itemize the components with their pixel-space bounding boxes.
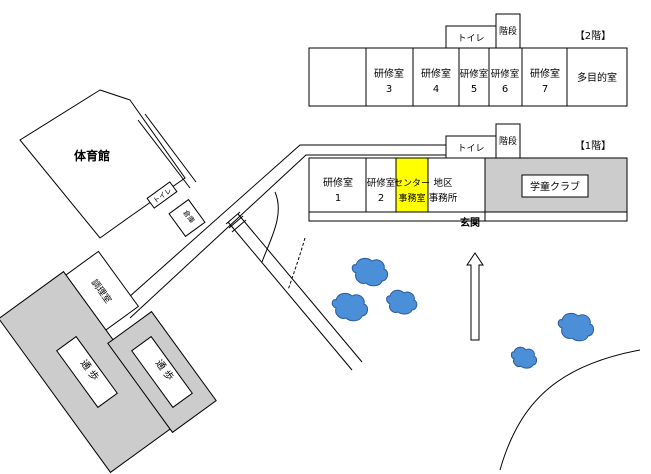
multipurpose-room-label: 多目的室 bbox=[577, 71, 617, 84]
gym-storage: 倉庫 bbox=[168, 198, 206, 238]
floor1-toilet-label: トイレ bbox=[457, 144, 484, 154]
tree-icon bbox=[386, 289, 418, 315]
tree-icon bbox=[510, 346, 537, 369]
tree-icon bbox=[351, 257, 389, 287]
center-office-line2: 事務室 bbox=[398, 192, 425, 204]
floor1-stairs-label: 階段 bbox=[499, 135, 517, 147]
room4-name: 研修室 bbox=[421, 67, 451, 80]
room2-name: 研修室 bbox=[367, 177, 396, 189]
connecting-corridor bbox=[119, 144, 446, 371]
room6-name: 研修室 bbox=[491, 68, 520, 80]
room5-num: 5 bbox=[471, 84, 477, 95]
gym-label: 体育館 bbox=[74, 148, 110, 163]
floor2-stairs bbox=[495, 13, 521, 49]
gym-toilet: トイレ bbox=[146, 181, 178, 209]
gym-building bbox=[19, 89, 197, 239]
gym-outline bbox=[19, 89, 186, 239]
room1-name: 研修室 bbox=[323, 176, 353, 189]
entrance-arrow-icon bbox=[466, 252, 484, 341]
center-office-highlight bbox=[395, 157, 429, 213]
kids-club-sign bbox=[521, 174, 589, 198]
tree-icon bbox=[331, 292, 369, 322]
kids-club-label: 学童クラブ bbox=[530, 180, 580, 193]
floor2-plan bbox=[308, 13, 628, 107]
room3-name: 研修室 bbox=[374, 67, 404, 80]
room5-name: 研修室 bbox=[460, 68, 489, 80]
room2-num: 2 bbox=[378, 193, 384, 204]
walkway-2: 通 歩 bbox=[107, 310, 217, 434]
tree-icon bbox=[557, 312, 595, 342]
room7-num: 7 bbox=[542, 84, 548, 95]
floor2-label: 【2階】 bbox=[575, 30, 611, 42]
room7-name: 研修室 bbox=[530, 67, 560, 80]
floor2-toilet-label: トイレ bbox=[457, 34, 484, 44]
entrance-label: 玄関 bbox=[460, 216, 480, 229]
room3-num: 3 bbox=[386, 84, 392, 95]
curved-path bbox=[499, 349, 641, 471]
kids-club-corridor bbox=[484, 211, 628, 222]
district-office-line2: 事務所 bbox=[429, 192, 458, 204]
floor2-stairs-label: 階段 bbox=[499, 25, 517, 37]
floor1-label: 【1階】 bbox=[575, 140, 611, 152]
district-office-line1: 地区 bbox=[433, 177, 453, 189]
trees bbox=[331, 257, 595, 369]
room1-num: 1 bbox=[335, 193, 341, 204]
room4-num: 4 bbox=[433, 84, 439, 95]
floor1-corridor bbox=[308, 211, 486, 222]
center-office-line1: センター bbox=[394, 178, 430, 189]
room6-num: 6 bbox=[502, 84, 508, 95]
cooking-room: 調理室 bbox=[58, 250, 140, 336]
